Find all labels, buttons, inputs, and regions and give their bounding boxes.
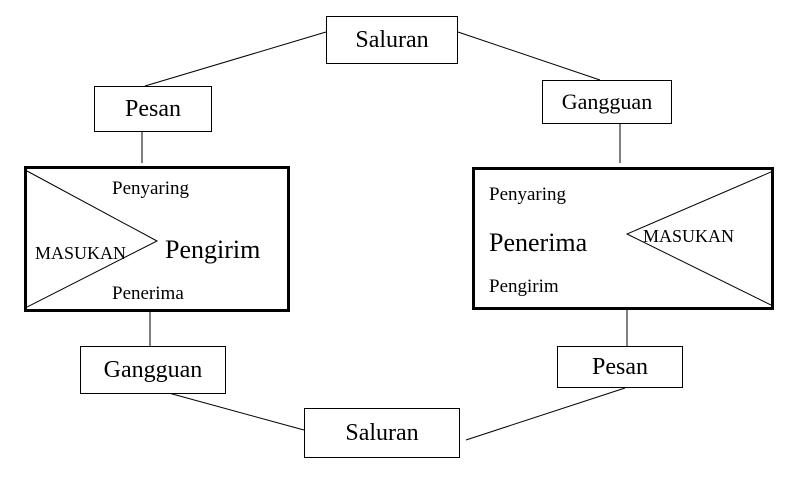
gangguan-box-bottom: Gangguan <box>80 346 226 394</box>
pengirim-label: Pengirim <box>165 235 261 264</box>
connector-saluran-gangguan-top <box>457 31 601 81</box>
pesan-label-top: Pesan <box>125 95 181 122</box>
connector-gangguan-saluran-bottom <box>164 391 305 431</box>
pesan-box-top: Pesan <box>94 86 212 132</box>
pengirim-unit: Penyaring MASUKAN Pengirim Penerima <box>24 166 290 312</box>
penyaring-label-right: Penyaring <box>489 184 567 205</box>
saluran-label-top: Saluran <box>355 26 429 53</box>
pesan-label-bottom: Pesan <box>592 353 648 380</box>
connector-pesan-saluran-bottom <box>465 387 626 441</box>
pengirim-label-right: Pengirim <box>489 276 559 297</box>
connector-saluran-pesan-top <box>144 31 327 87</box>
pesan-box-bottom: Pesan <box>557 346 683 388</box>
penerima-label-left: Penerima <box>112 283 184 304</box>
gangguan-box-top: Gangguan <box>542 80 672 124</box>
input-chevron-left <box>27 170 159 308</box>
gangguan-label-bottom: Gangguan <box>103 356 203 383</box>
penerima-unit: Penyaring Penerima MASUKAN Pengirim <box>472 167 774 310</box>
saluran-box-bottom: Saluran <box>304 408 460 458</box>
saluran-box-top: Saluran <box>326 16 458 64</box>
masukan-label-right: MASUKAN <box>643 226 735 246</box>
masukan-label-left: MASUKAN <box>35 243 127 263</box>
input-chevron-right <box>625 171 771 306</box>
penyaring-label-left: Penyaring <box>112 178 190 199</box>
penerima-label: Penerima <box>489 228 588 257</box>
gangguan-label-top: Gangguan <box>561 89 653 114</box>
saluran-label-bottom: Saluran <box>345 419 419 446</box>
